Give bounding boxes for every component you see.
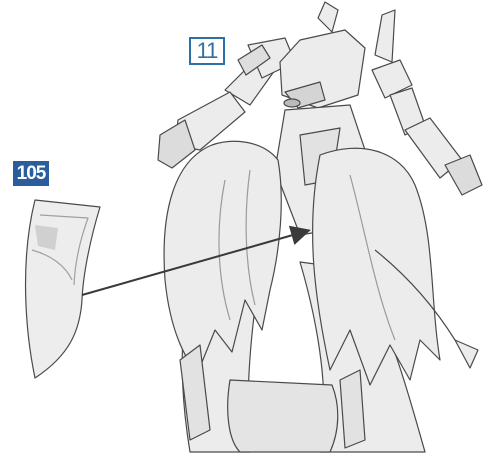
wing-plate-part — [26, 200, 100, 378]
part-number-badge: 105 — [13, 161, 49, 186]
right-wing — [313, 148, 440, 385]
left-wing — [164, 141, 281, 372]
head-crest-left — [318, 2, 338, 32]
robot-figure — [158, 2, 482, 452]
step-number: 11 — [189, 37, 225, 65]
head-crest-right — [375, 10, 395, 62]
